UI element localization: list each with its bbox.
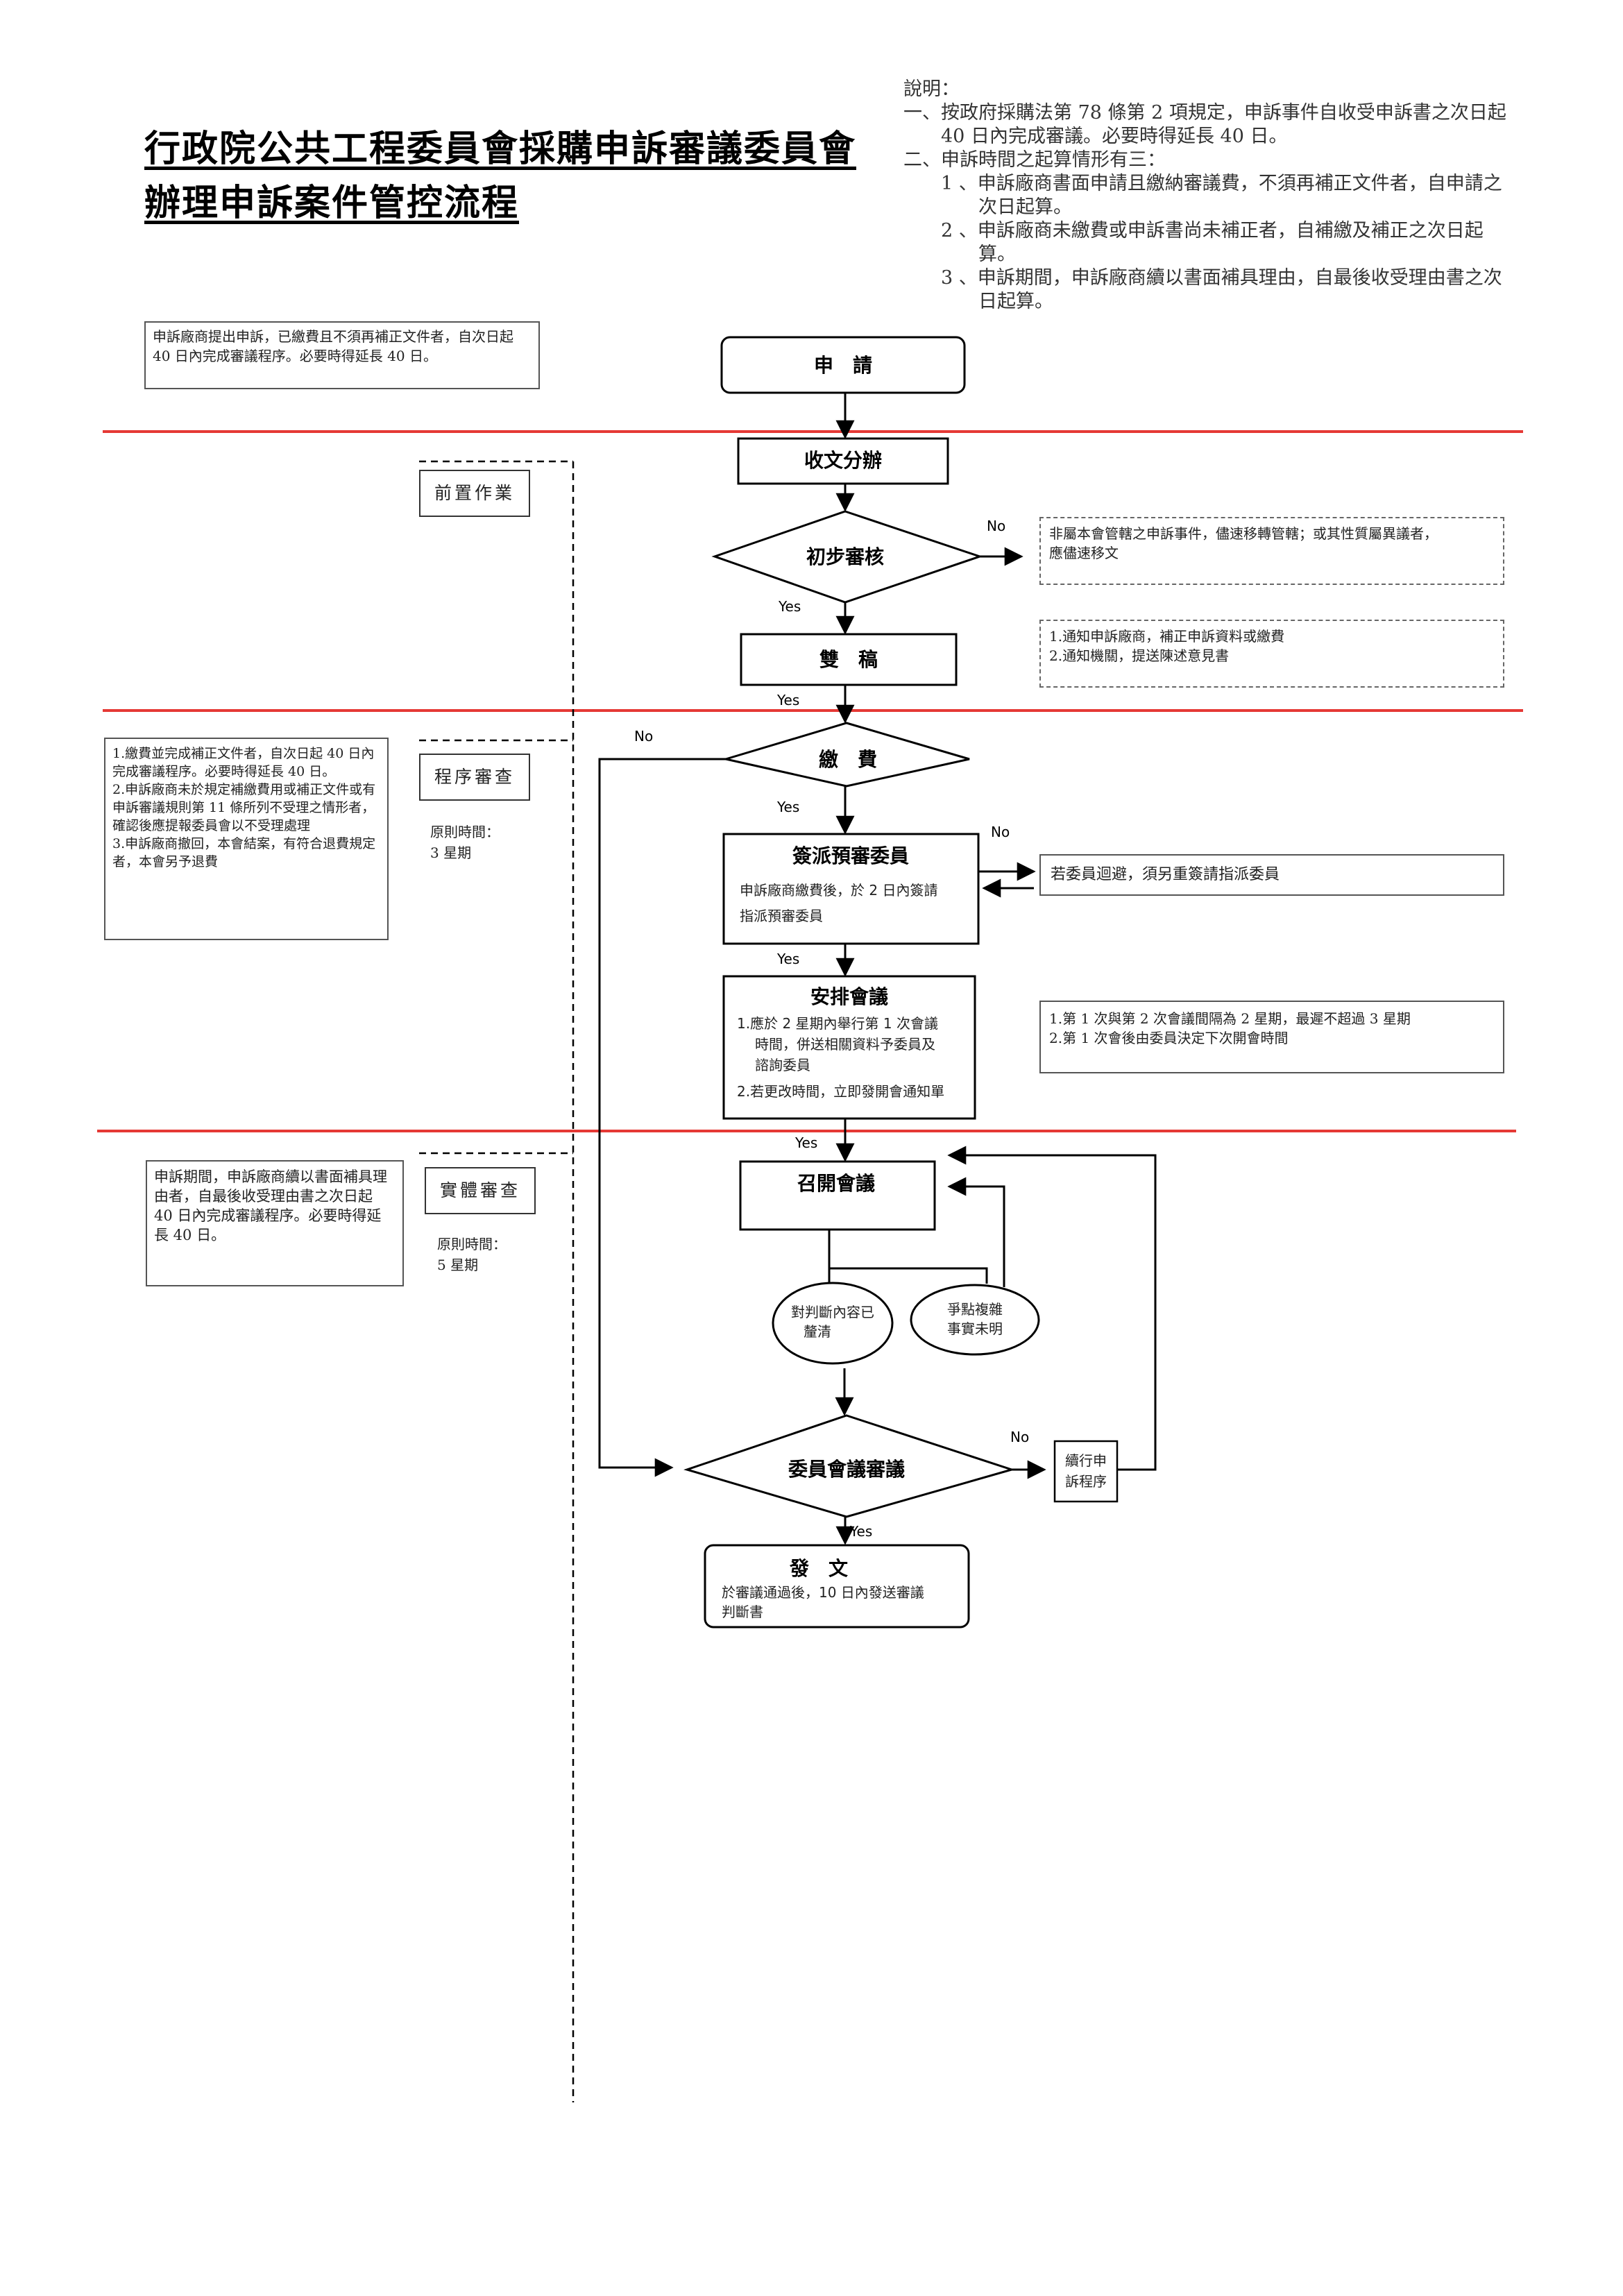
- procedure-time: 原則時間： 3 星期: [430, 822, 500, 863]
- left-note-procedure-item: 2.申訴廠商未於規定補繳費用或補正文件或有申訴審議規則第 11 條所列不受理之情…: [112, 782, 376, 833]
- notes-heading: 說明：: [903, 78, 960, 100]
- notes-item: 一、按政府採購法第 78 條第 2 項規定，申訴事件自收受申訴書之次日起: [903, 102, 1506, 124]
- edge-label-yes: Yes: [776, 692, 799, 708]
- node-assign-desc: 申訴廠商繳費後，於 2 日內簽請: [740, 882, 937, 899]
- node-complex-label: 事實未明: [947, 1320, 1003, 1337]
- edge-label-yes: Yes: [849, 1523, 872, 1540]
- page-title-line1: 行政院公共工程委員會採購申訴審議委員會: [144, 128, 857, 170]
- notes-item: 3 、申訴期間，申訴廠商續以書面補具理由，自最後收受理由書之次: [903, 267, 1502, 289]
- node-payment: 繳 費: [722, 722, 970, 788]
- note-recusal-text: 若委員迴避，須另重簽請指派委員: [1051, 866, 1280, 883]
- node-initial-review-label: 初步審核: [806, 545, 884, 568]
- node-convene: 召開會議: [739, 1160, 936, 1231]
- left-note-procedure-item: 1.繳費並完成補正文件者，自次日起 40 日內完成審議程序。必要時得延長 40 …: [112, 746, 375, 779]
- note-not-jurisdiction-line: 非屬本會管轄之申訴事件，儘速移轉管轄；或其性質屬異議者，: [1049, 525, 1438, 542]
- node-complex: 爭點複雜 事實未明: [910, 1284, 1040, 1356]
- node-schedule-desc: 1.應於 2 星期內舉行第 1 次會議: [737, 1015, 938, 1032]
- node-schedule-label: 安排會議: [810, 985, 888, 1008]
- node-continue-label: 訴程序: [1065, 1473, 1107, 1490]
- notes-item: 1 、申訴廠商書面申請且繳納審議費，不須再補正文件者，自申請之: [903, 173, 1502, 194]
- left-note-apply: 申訴廠商提出申訴，已繳費且不須再補正文件者，自次日起 40 日內完成審議程序。必…: [144, 321, 540, 389]
- node-receive: 收文分辦: [737, 437, 949, 485]
- node-issue-desc: 於審議通過後，10 日內發送審議: [722, 1584, 924, 1601]
- notes-item: 日起算。: [903, 291, 1053, 312]
- notes-item: 40 日內完成審議。必要時得延長 40 日。: [903, 126, 1288, 147]
- note-notify-line: 1.通知申訴廠商，補正申訴資料或繳費: [1049, 628, 1285, 645]
- substantive-time-value: 5 星期: [437, 1257, 479, 1273]
- node-schedule-desc: 2.若更改時間，立即發開會通知單: [737, 1083, 944, 1100]
- edge-label-no: No: [991, 824, 1010, 840]
- node-payment-label: 繳 費: [819, 748, 877, 771]
- page-title-line2: 辦理申訴案件管控流程: [144, 182, 520, 224]
- node-complex-label: 爭點複雜: [947, 1301, 1003, 1318]
- node-apply: 申 請: [720, 336, 966, 394]
- node-clear: 對判斷內容已 釐清: [772, 1282, 894, 1365]
- left-note-substantive-text: 申訴期間，申訴廠商續以書面補具理由者，自最後收受理由書之次日起 40 日內完成審…: [154, 1168, 387, 1243]
- node-assign: 簽派預審委員 申訴廠商繳費後，於 2 日內簽請 指派預審委員: [722, 833, 980, 945]
- procedure-time-label: 原則時間：: [430, 824, 500, 840]
- edge-label-yes: Yes: [778, 598, 801, 615]
- section-procedure-text: 程序審查: [434, 767, 515, 787]
- node-assign-desc: 指派預審委員: [740, 908, 823, 924]
- node-issue: 發 文 於審議通過後，10 日內發送審議 判斷書: [704, 1544, 970, 1629]
- node-continue: 續行申 訴程序: [1053, 1440, 1119, 1503]
- node-schedule-desc: 時間，併送相關資料予委員及: [755, 1036, 935, 1053]
- note-meeting: 1.第 1 次與第 2 次會議間隔為 2 星期，最遲不超過 3 星期 2.第 1…: [1039, 1001, 1504, 1073]
- left-note-substantive: 申訴期間，申訴廠商續以書面補具理由者，自最後收受理由書之次日起 40 日內完成審…: [146, 1160, 404, 1286]
- edge-label-yes: Yes: [776, 951, 799, 967]
- note-meeting-line: 2.第 1 次會後由委員決定下次開會時間: [1049, 1030, 1289, 1046]
- substantive-time-label: 原則時間：: [437, 1236, 507, 1252]
- node-assign-label: 簽派預審委員: [792, 844, 909, 867]
- node-initial-review: 初步審核: [711, 510, 983, 604]
- notes-item: 算。: [903, 244, 1016, 265]
- procedure-time-value: 3 星期: [430, 844, 472, 861]
- substantive-time: 原則時間： 5 星期: [437, 1234, 507, 1275]
- notes-item: 2 、申訴廠商未繳費或申訴書尚未補正者，自補繳及補正之次日起: [903, 220, 1484, 241]
- node-clear-label: 釐清: [804, 1323, 831, 1340]
- section-procedure-label: 程序審查: [419, 754, 530, 801]
- left-note-procedure-item: 3.申訴廠商撤回，本會結案，有符合退費規定者，本會另予退費: [112, 836, 376, 869]
- note-not-jurisdiction: 非屬本會管轄之申訴事件，儘速移轉管轄；或其性質屬異議者， 應儘速移文: [1039, 517, 1504, 585]
- note-notify-line: 2.通知機關，提送陳述意見書: [1049, 647, 1230, 664]
- node-receive-label: 收文分辦: [804, 449, 882, 472]
- edge-label-no: No: [634, 728, 653, 745]
- edge-label-yes: Yes: [794, 1134, 817, 1151]
- section-substantive-label: 實體審查: [425, 1167, 536, 1214]
- left-note-procedure: 1.繳費並完成補正文件者，自次日起 40 日內完成審議程序。必要時得延長 40 …: [104, 738, 389, 940]
- section-substantive-text: 實體審查: [439, 1180, 520, 1200]
- node-schedule: 安排會議 1.應於 2 星期內舉行第 1 次會議 時間，併送相關資料予委員及 諮…: [722, 975, 976, 1120]
- section-pre-text: 前置作業: [434, 483, 515, 503]
- node-continue-label: 續行申: [1065, 1452, 1107, 1469]
- node-issue-label: 發 文: [789, 1557, 848, 1580]
- node-committee-label: 委員會議審議: [788, 1458, 905, 1481]
- notes-item: 二、申訴時間之起算情形有三：: [903, 149, 1166, 171]
- connectors: [598, 393, 1157, 1545]
- node-apply-label: 申 請: [814, 354, 872, 377]
- note-recusal: 若委員迴避，須另重簽請指派委員: [1039, 854, 1504, 896]
- notes-item: 次日起算。: [903, 196, 1072, 218]
- node-dual-draft: 雙 稿: [740, 633, 958, 686]
- left-note-apply-text: 申訴廠商提出申訴，已繳費且不須再補正文件者，自次日起 40 日內完成審議程序。必…: [153, 328, 513, 364]
- section-bracket: [419, 460, 575, 2102]
- node-schedule-desc: 諮詢委員: [755, 1057, 810, 1073]
- node-committee: 委員會議審議: [683, 1414, 1016, 1518]
- section-pre-label: 前置作業: [419, 470, 530, 517]
- node-clear-label: 對判斷內容已: [791, 1304, 874, 1320]
- note-not-jurisdiction-line: 應儘速移文: [1049, 545, 1119, 561]
- node-issue-desc: 判斷書: [722, 1604, 763, 1620]
- note-meeting-line: 1.第 1 次與第 2 次會議間隔為 2 星期，最遲不超過 3 星期: [1049, 1010, 1411, 1027]
- node-dual-draft-label: 雙 稿: [819, 648, 878, 671]
- edge-label-no: No: [1010, 1429, 1029, 1445]
- edge-label-no: No: [987, 518, 1005, 534]
- notes-block: 說明： 一、按政府採購法第 78 條第 2 項規定，申訴事件自收受申訴書之次日起…: [903, 78, 1542, 314]
- edge-label-yes: Yes: [776, 799, 799, 815]
- node-convene-label: 召開會議: [797, 1172, 875, 1195]
- note-notify: 1.通知申訴廠商，補正申訴資料或繳費 2.通知機關，提送陳述意見書: [1039, 620, 1504, 688]
